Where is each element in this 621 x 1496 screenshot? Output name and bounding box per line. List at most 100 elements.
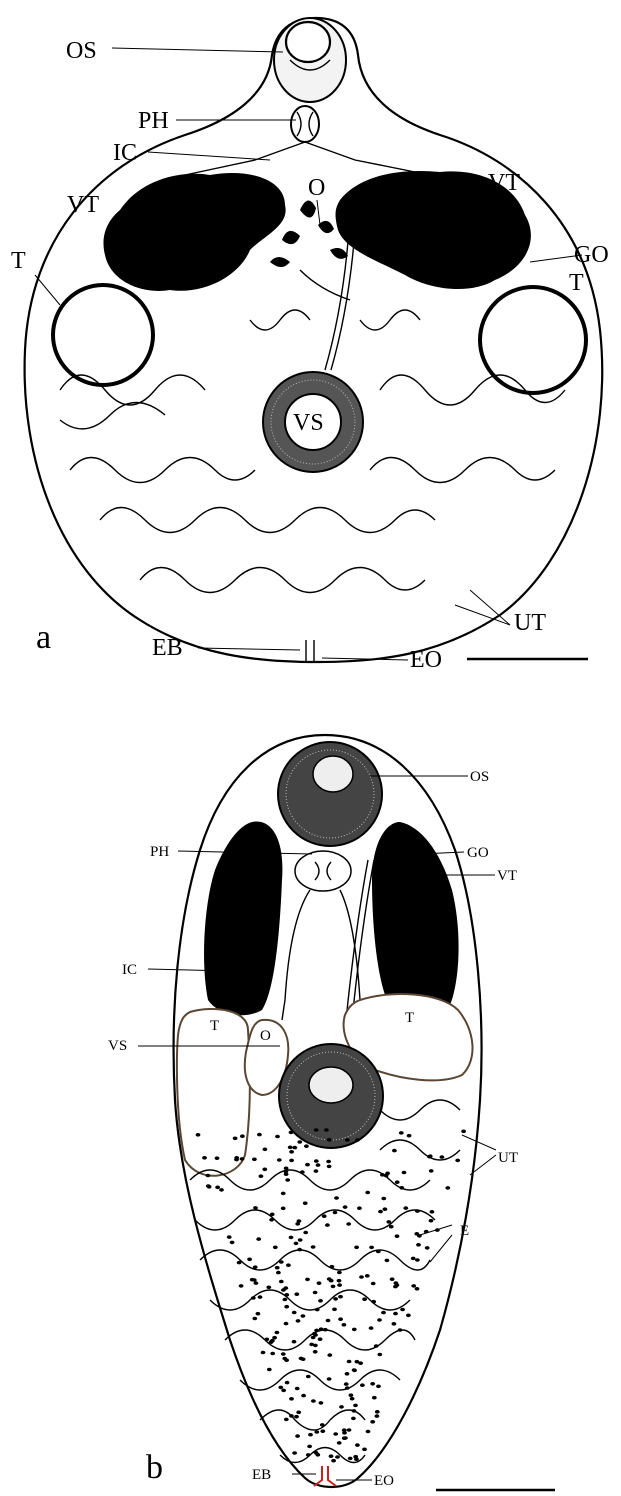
egg [445,1186,450,1190]
egg [215,1186,220,1190]
egg [256,1312,261,1316]
egg [317,1281,322,1285]
egg [294,1415,299,1419]
egg [295,1222,300,1226]
egg [398,1328,403,1332]
panel-b-testis-left [177,1009,250,1176]
egg [354,1246,359,1250]
egg [313,1344,318,1348]
egg [289,1236,294,1240]
egg [351,1417,356,1421]
egg [333,1432,338,1436]
egg [311,1245,316,1249]
egg [298,1238,303,1242]
egg [272,1336,277,1340]
egg [284,1167,289,1171]
panel-b-label-vs: VS [108,1038,127,1054]
egg [237,1261,242,1265]
egg [247,1258,252,1262]
egg [292,1146,297,1150]
panel-b-label-vt: VT [497,868,517,884]
egg [215,1156,220,1160]
egg [303,1231,308,1235]
panel-a-label-t-right: T [569,270,584,296]
egg [311,1399,316,1403]
egg [319,1327,324,1331]
egg [406,1314,411,1318]
egg [314,1128,319,1132]
egg [318,1299,323,1303]
egg [289,1150,294,1154]
egg [428,1154,433,1158]
egg [301,1394,306,1398]
egg [385,1259,390,1263]
egg [370,1420,375,1424]
egg [333,1297,338,1301]
panel-a-oral-sucker [274,18,346,102]
egg [326,1160,331,1164]
egg [411,1257,416,1261]
panel-a-pharynx [291,106,319,142]
egg [289,1397,294,1401]
egg [281,1192,286,1196]
egg [311,1336,316,1340]
egg [318,1337,323,1341]
egg [279,1280,284,1284]
egg [394,1281,399,1285]
egg [313,1291,318,1295]
egg [416,1243,421,1247]
egg [253,1265,258,1269]
panel-b-label-t-right: T [405,1010,414,1026]
egg [415,1209,420,1213]
egg [345,1386,350,1390]
egg [326,1319,331,1323]
panel-b-oral-sucker [278,742,382,846]
egg [386,1220,391,1224]
egg [381,1311,386,1315]
egg [389,1225,394,1229]
egg [320,1423,325,1427]
egg [252,1158,257,1162]
panel-b-label-ut: UT [498,1150,518,1166]
egg [359,1275,364,1279]
egg [331,1285,336,1289]
egg [353,1404,358,1408]
egg [395,1180,400,1184]
egg [284,1172,289,1176]
egg [345,1138,350,1142]
egg [308,1433,313,1437]
egg [334,1196,339,1200]
panel-b-label-os: OS [470,769,489,785]
egg [393,1312,398,1316]
egg [327,1377,332,1381]
egg [257,1133,262,1137]
egg [399,1131,404,1135]
egg [375,1410,380,1414]
egg [327,1165,332,1169]
egg [370,1382,375,1386]
egg [252,1278,257,1282]
panel-a-label-ut: UT [514,610,546,636]
egg [352,1409,357,1413]
egg [297,1248,302,1252]
egg [392,1322,397,1326]
egg [366,1430,371,1434]
egg [337,1279,342,1283]
egg [415,1258,420,1262]
egg [270,1213,275,1217]
egg [369,1326,374,1330]
egg [371,1282,376,1286]
egg [322,1214,327,1218]
panel-a-label-vt-left: VT [67,192,99,218]
egg [227,1235,232,1239]
egg [332,1308,337,1312]
egg [369,1246,374,1250]
panel-b-label-t-left: T [210,1018,219,1034]
egg [374,1344,379,1348]
egg [377,1353,382,1357]
egg [196,1133,201,1137]
egg [292,1451,297,1455]
egg [267,1368,272,1372]
egg [371,1300,376,1304]
egg [350,1397,355,1401]
